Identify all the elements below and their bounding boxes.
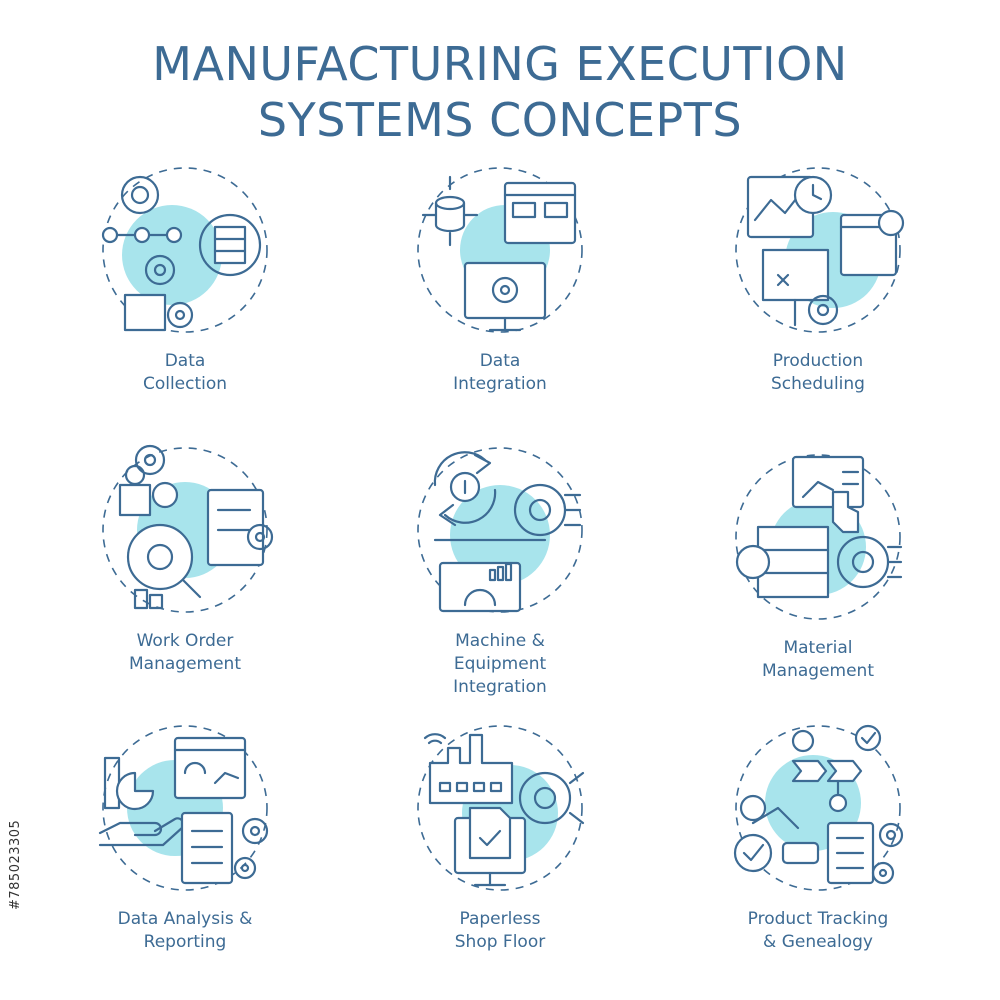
concept-data-integration: Data Integration <box>360 165 640 425</box>
concept-label: Data Integration <box>453 351 547 394</box>
concept-label: Production Scheduling <box>771 351 865 394</box>
concept-product-tracking-genealogy: Product Tracking & Genealogy <box>678 723 958 983</box>
paperless-shop-floor-icon <box>417 725 585 891</box>
data-collection-icon <box>101 167 268 333</box>
work-order-icon <box>102 444 274 613</box>
concept-label: Data Analysis & Reporting <box>117 909 253 952</box>
concept-production-scheduling: Production Scheduling <box>678 165 958 425</box>
data-analysis-icon <box>98 725 269 891</box>
concept-data-analysis-reporting: Data Analysis & Reporting <box>45 723 325 983</box>
page-title: MANUFACTURING EXECUTION SYSTEMS CONCEPTS <box>0 36 1000 148</box>
concept-label: Data Collection <box>142 351 228 394</box>
concept-label: Machine & Equipment Integration <box>453 631 547 697</box>
material-management-icon <box>735 454 903 620</box>
stock-id-label: #785023305 <box>8 819 23 910</box>
concept-label: Product Tracking & Genealogy <box>747 909 889 952</box>
concept-machine-equipment-integration: Machine & Equipment Integration <box>360 445 640 705</box>
data-integration-icon <box>417 167 583 333</box>
title-line-1: MANUFACTURING EXECUTION <box>152 37 848 91</box>
production-scheduling-icon <box>735 167 905 333</box>
concept-label: Material Management <box>762 638 874 681</box>
concept-work-order-management: Work Order Management <box>45 444 325 705</box>
concept-label: Work Order Management <box>129 631 241 674</box>
concept-data-collection: Data Collection <box>45 165 325 425</box>
machine-equipment-icon <box>417 447 583 613</box>
title-line-2: SYSTEMS CONCEPTS <box>257 93 743 147</box>
concept-label: Paperless Shop Floor <box>454 909 546 952</box>
concept-material-management: Material Management <box>678 452 958 712</box>
concept-paperless-shop-floor: Paperless Shop Floor <box>360 723 640 983</box>
product-tracking-icon <box>733 724 904 891</box>
